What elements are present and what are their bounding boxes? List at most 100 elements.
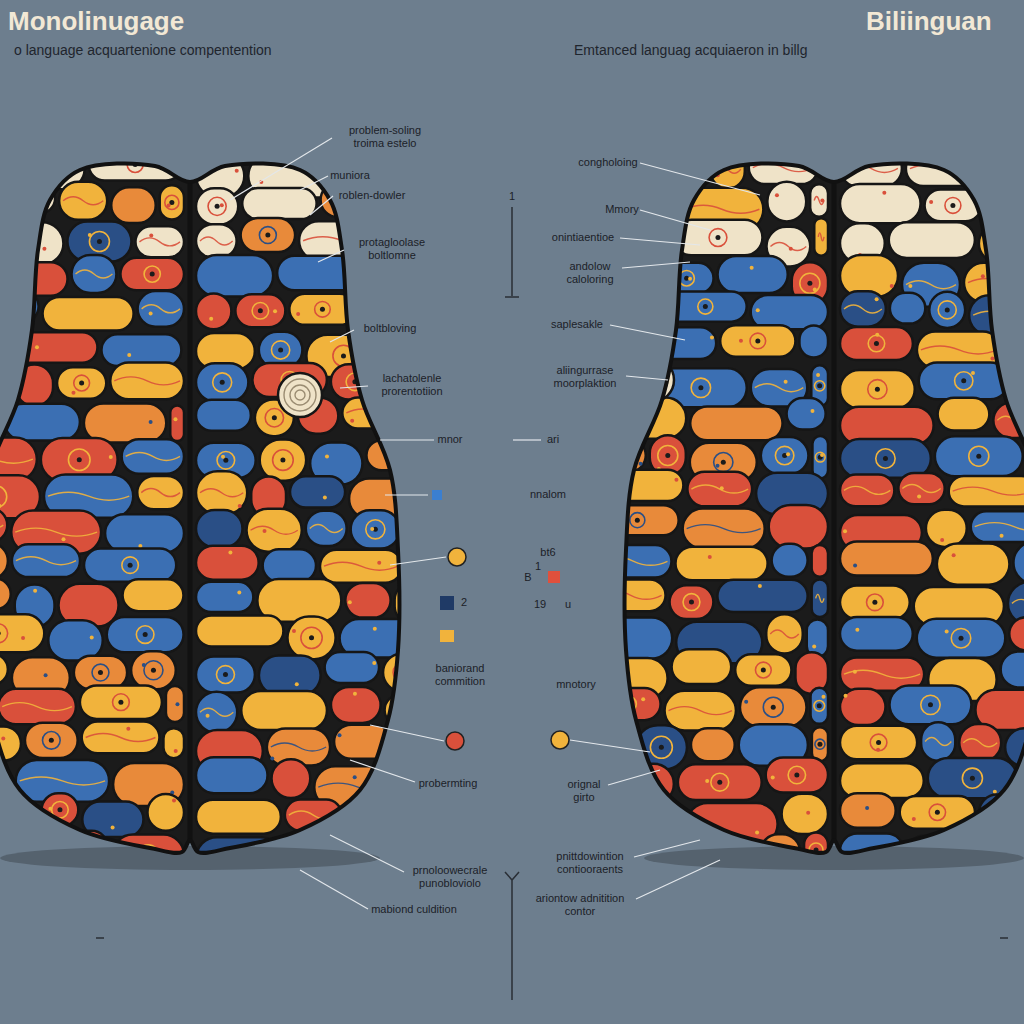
gyrus-dot <box>959 636 964 641</box>
gyrus <box>259 655 321 695</box>
gyrus-ring <box>42 731 60 749</box>
gyrus <box>735 654 791 686</box>
gyrus <box>596 296 660 330</box>
gyrus-swirl <box>126 452 180 460</box>
gyrus-dot <box>420 446 424 450</box>
gyrus <box>690 406 782 440</box>
callout-label: lachatolenle prorentotiion <box>372 372 452 398</box>
gyrus-swirl <box>408 520 424 528</box>
label-slot: onintiaentioe <box>552 231 614 244</box>
gyrus-swirl <box>1023 815 1024 823</box>
leader-line <box>350 760 415 782</box>
gyrus <box>787 398 826 430</box>
brain-midline <box>188 182 193 842</box>
gyrus-dot <box>820 198 824 202</box>
callout-label: congholoing <box>578 156 637 169</box>
gyrus-dot <box>865 806 869 810</box>
gyrus <box>890 685 972 724</box>
gyrus <box>686 803 777 845</box>
gyrus <box>166 686 184 722</box>
gyrus <box>111 187 156 223</box>
leader-line <box>370 725 444 741</box>
panel-subtitle: o language acquartenione compentention <box>14 42 272 58</box>
gyrus <box>926 510 967 547</box>
gyrus-dot <box>237 591 241 595</box>
gyrus <box>0 654 8 685</box>
leader-line <box>513 439 541 440</box>
gyrus-ring <box>624 234 642 252</box>
gyrus-ring <box>92 664 109 681</box>
gyrus <box>196 616 283 647</box>
gyrus-dot <box>817 742 822 747</box>
gyrus <box>406 548 428 580</box>
gyrus-dot <box>394 274 399 279</box>
label-slot: Biliinguan <box>866 6 992 37</box>
gyrus-dot <box>329 189 333 193</box>
label-slot: ariontow adnitition contor <box>524 892 636 918</box>
gyrus-ring <box>144 266 160 282</box>
gyrus <box>0 255 11 294</box>
gyrus-dot <box>771 775 775 779</box>
gyrus-dot <box>235 169 239 173</box>
gyrus <box>196 400 251 431</box>
gyrus <box>196 757 268 793</box>
gyrus <box>235 294 285 327</box>
gyrus <box>596 798 682 841</box>
label-slot: Mmory <box>605 203 639 216</box>
gyrus <box>241 691 327 730</box>
gyrus <box>331 687 381 723</box>
leader-lines <box>230 138 760 909</box>
gyrus-dot <box>698 385 703 390</box>
callout-label: protagloolase boltlomne <box>352 236 432 262</box>
gyrus <box>325 652 379 683</box>
gyrus <box>799 325 828 357</box>
label-slot: aliingurrase moorplaktion <box>545 364 625 390</box>
gyrus <box>938 398 990 431</box>
gyrus-dot <box>935 810 940 815</box>
gyrus-dot <box>688 277 692 281</box>
gyrus <box>840 617 913 651</box>
gyrus-dot <box>786 452 790 456</box>
gyrus <box>196 224 237 257</box>
gyrus <box>1005 330 1024 365</box>
callout-label: 19 <box>534 598 546 611</box>
gyrus-dot <box>794 773 799 778</box>
label-slot: u <box>565 598 571 611</box>
gyrus-dot <box>622 347 627 352</box>
panel-subtitle: Emtanced languag acquiaeron in billg <box>574 42 808 58</box>
gyrus-dot <box>843 529 847 533</box>
gyrus-swirl <box>687 525 761 533</box>
gyrus-dot <box>813 287 817 291</box>
gyrus-swirl <box>770 630 798 638</box>
gyrus <box>395 723 428 758</box>
gyrus <box>670 585 714 619</box>
leader-line <box>390 557 446 565</box>
gyrus-ring <box>165 195 179 209</box>
gyrus <box>196 188 238 224</box>
gyrus-dot <box>689 600 694 605</box>
gyrus <box>596 470 683 501</box>
gyrus <box>761 834 801 869</box>
gyrus <box>596 187 676 228</box>
brain-fill <box>0 163 399 853</box>
gyrus <box>416 436 428 472</box>
gyrus-dot <box>223 458 228 463</box>
gyrus-dot <box>755 830 759 834</box>
gyrus-dot <box>703 304 708 309</box>
gyrus-dot <box>373 627 377 631</box>
gyrus-dot <box>875 297 879 301</box>
gyrus <box>929 292 965 328</box>
swirl-ring <box>290 385 310 405</box>
gyrus-dot <box>929 200 933 204</box>
gyrus-dot <box>883 456 888 461</box>
gyrus <box>383 654 422 692</box>
gyrus-ring <box>208 197 226 215</box>
gyrus <box>101 334 181 366</box>
leader-line <box>330 330 354 342</box>
gyrus-dot <box>674 478 678 482</box>
callout-label: baniorand commition <box>425 662 495 688</box>
gyrus <box>196 692 237 733</box>
gyrus-ring <box>113 694 130 711</box>
gyrus-swirl <box>975 523 1024 531</box>
gyrus-dot <box>263 529 267 533</box>
